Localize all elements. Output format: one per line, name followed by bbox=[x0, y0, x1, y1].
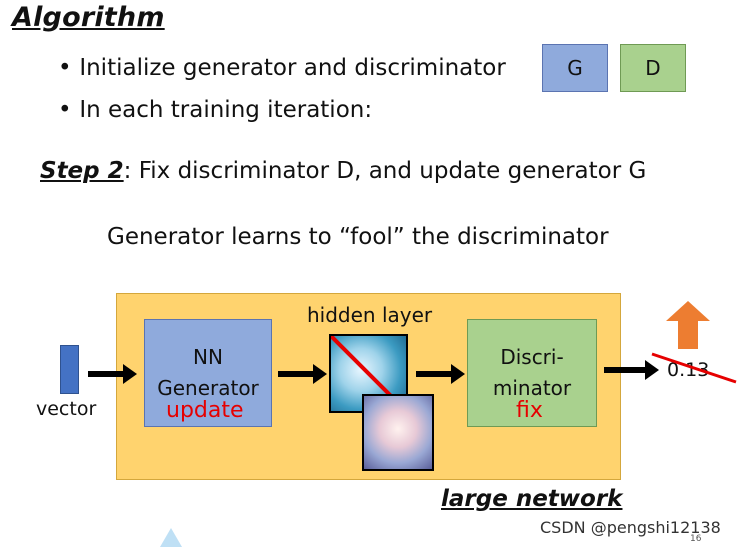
fix-label: fix bbox=[516, 398, 543, 423]
large-network-label: large network bbox=[441, 486, 623, 512]
triangle-icon bbox=[160, 528, 182, 547]
output-score: 0.13 bbox=[667, 359, 710, 381]
step-line: Step 2: Fix discriminator D, and update … bbox=[40, 158, 646, 184]
page-number: 16 bbox=[690, 534, 702, 544]
arrow-right-icon bbox=[88, 364, 137, 384]
watermark: CSDN @pengshi12138 bbox=[540, 518, 721, 537]
step-label: Step 2 bbox=[40, 158, 124, 184]
arrow-right-icon bbox=[416, 364, 465, 384]
hidden-layer-label: hidden layer bbox=[307, 303, 433, 327]
bullet-dot-icon: • bbox=[58, 97, 72, 123]
arrow-right-icon bbox=[278, 364, 327, 384]
up-arrow-icon bbox=[666, 301, 710, 349]
bullet-1: • Initialize generator and discriminator bbox=[58, 55, 506, 81]
update-label: update bbox=[166, 398, 244, 423]
discriminator-box: Discri- minator bbox=[467, 319, 597, 427]
bullet-dot-icon: • bbox=[58, 55, 72, 81]
generator-box: NN Generator bbox=[144, 319, 272, 427]
input-vector-bar bbox=[60, 345, 79, 394]
generated-image-new bbox=[362, 394, 434, 471]
generator-line1: NN bbox=[193, 345, 223, 369]
disc-line2: minator bbox=[492, 376, 572, 400]
bullet-1-text: Initialize generator and discriminator bbox=[79, 55, 506, 81]
strike-line-icon bbox=[651, 352, 737, 384]
step-text: : Fix discriminator D, and update genera… bbox=[123, 158, 647, 184]
slide-title: Algorithm bbox=[12, 2, 165, 33]
g-box: G bbox=[542, 44, 608, 92]
arrow-right-icon bbox=[604, 360, 659, 380]
generator-line2: Generator bbox=[157, 376, 259, 400]
subtitle: Generator learns to “fool” the discrimin… bbox=[107, 224, 609, 250]
bullet-2-text: In each training iteration: bbox=[79, 97, 373, 123]
vector-label: vector bbox=[36, 398, 97, 420]
disc-line1: Discri- bbox=[500, 345, 564, 369]
d-box: D bbox=[620, 44, 686, 92]
bullet-2: • In each training iteration: bbox=[58, 97, 372, 123]
